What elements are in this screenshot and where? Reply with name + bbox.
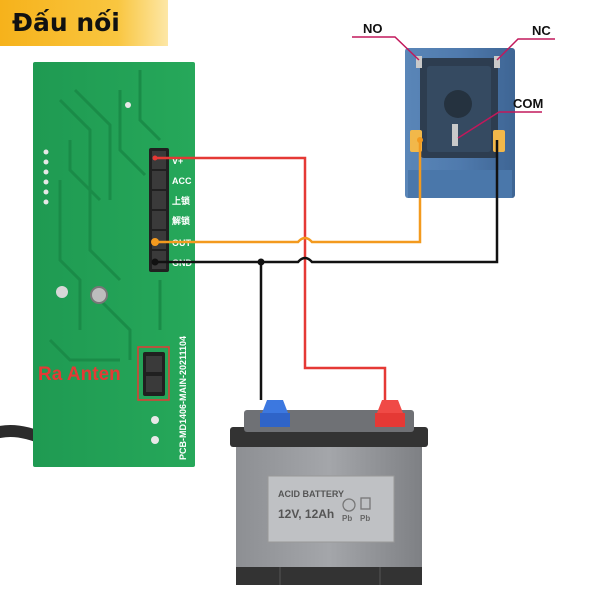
pb-label-1: Pb — [342, 514, 352, 523]
positive-wire — [155, 156, 387, 400]
bin-icon — [360, 497, 371, 510]
ground-wire — [155, 140, 499, 264]
relay-callouts — [352, 36, 555, 139]
recycle-icon — [342, 498, 356, 512]
relay-com-label: COM — [513, 96, 543, 111]
pcb-board: V+ ACC 上锁 解锁 OUT GND PCB-MD1406-MAIN-202… — [33, 62, 195, 467]
antenna-connector — [137, 346, 170, 401]
pcb-pin-header — [149, 148, 169, 272]
relay — [405, 48, 515, 198]
relay-no-label: NO — [363, 21, 383, 36]
pin-label-acc: ACC — [172, 176, 192, 186]
pin-label-lock: 上锁 — [172, 195, 190, 206]
battery-rating-label: 12V, 12Ah — [278, 507, 334, 521]
pin-label-vplus: V+ — [172, 156, 183, 166]
page-title: Đấu nối — [12, 8, 120, 37]
pin-label-unlock: 解锁 — [172, 215, 190, 226]
relay-nc-label: NC — [532, 23, 551, 38]
antenna-label: Ra Anten — [38, 364, 121, 385]
battery: ACID BATTERY 12V, 12Ah Pb Pb — [230, 400, 428, 585]
pb-label-2: Pb — [360, 514, 370, 523]
signal-wire — [155, 140, 422, 244]
battery-type-label: ACID BATTERY — [278, 489, 344, 499]
wires — [155, 140, 499, 400]
title-banner: Đấu nối — [0, 0, 168, 46]
pcb-part-number: PCB-MD1406-MAIN-20211104 — [178, 336, 188, 460]
